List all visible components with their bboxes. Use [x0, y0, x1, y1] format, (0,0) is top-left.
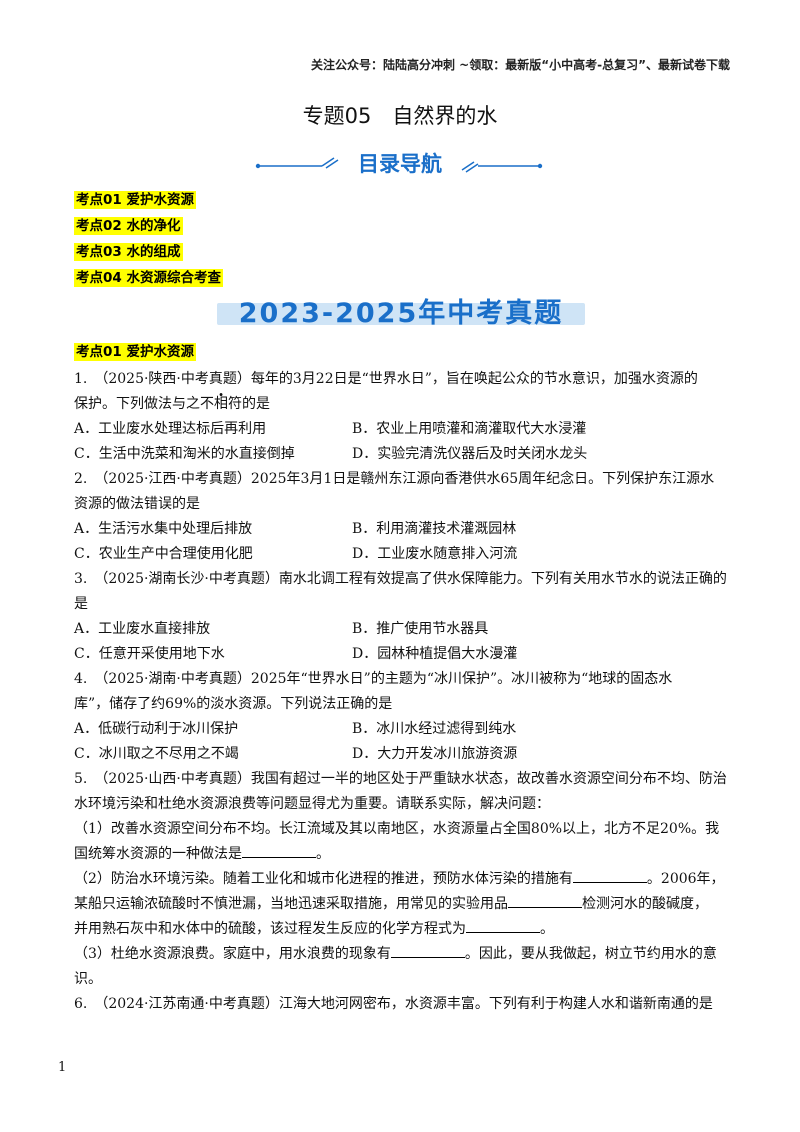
toc-item[interactable]: 考点03 水的组成 — [74, 243, 183, 261]
answer-blank[interactable] — [390, 943, 465, 958]
toc-item[interactable]: 考点01 爱护水资源 — [74, 191, 196, 209]
question-2: 2. （2025·江西·中考真题）2025年3月1日是赣州东江源向香港供水65周… — [74, 467, 734, 567]
option-c: C．生活中洗菜和淘米的水直接倒掉 — [74, 446, 295, 462]
toc-item[interactable]: 考点04 水资源综合考查 — [74, 269, 223, 287]
toc-item[interactable]: 考点02 水的净化 — [74, 217, 183, 235]
header-note: 关注公众号：陆陆高分冲刺 ~领取：最新版“小中高考-总复习”、最新试卷下载 — [311, 58, 730, 72]
table-of-contents: 考点01 爱护水资源 考点02 水的净化 考点03 水的组成 考点04 水资源综… — [74, 186, 223, 290]
question-4: 4. （2025·湖南·中考真题）2025年“世界水日”的主题为“冰川保护”。冰… — [74, 667, 734, 767]
option-c: C．农业生产中合理使用化肥 — [74, 546, 253, 562]
exam-banner-background — [217, 303, 585, 325]
question-3: 3. （2025·湖南长沙·中考真题）南水北调工程有效提高了供水保障能力。下列有… — [74, 567, 734, 667]
answer-blank[interactable] — [242, 843, 316, 858]
option-b: B．利用滴灌技术灌溉园林 — [352, 521, 517, 537]
question-1: 1. （2025·陕西·中考真题）每年的3月22日是“世界水日”，旨在唤起公众的… — [74, 367, 734, 467]
nav-banner: 目录导航 — [255, 152, 543, 176]
option-a: A．工业废水直接排放 — [74, 621, 211, 637]
option-a: A．生活污水集中处理后排放 — [74, 521, 253, 537]
option-c: C．冰川取之不尽用之不竭 — [74, 746, 239, 762]
question-6: 6. （2024·江苏南通·中考真题）江海大地河网密布，水资源丰富。下列有利于构… — [74, 996, 713, 1012]
option-a: A．低碳行动利于冰川保护 — [74, 721, 239, 737]
option-d: D．工业废水随意排入河流 — [352, 546, 518, 562]
page-title: 专题05 自然界的水 — [302, 104, 498, 128]
answer-blank[interactable] — [466, 918, 540, 933]
option-b: B．冰川水经过滤得到纯水 — [352, 721, 517, 737]
exam-banner-title: 2023-2025年中考真题 — [238, 298, 564, 329]
option-d: D．园林种植提倡大水漫灌 — [352, 646, 518, 662]
question-content: 考点01 爱护水资源 1. （2025·陕西·中考真题）每年的3月22日是“世界… — [74, 340, 734, 1017]
option-a: A．工业废水处理达标后再利用 — [74, 421, 267, 437]
answer-blank[interactable] — [508, 893, 582, 908]
option-b: B．推广使用节水器具 — [352, 621, 489, 637]
exam-banner: 2023-2025年中考真题 — [217, 291, 585, 329]
option-c: C．任意开采使用地下水 — [74, 646, 225, 662]
option-d: D．实验完清洗仪器后及时关闭水龙头 — [352, 446, 588, 462]
nav-banner-title: 目录导航 — [358, 152, 442, 176]
answer-blank[interactable] — [572, 868, 647, 883]
page-number: 1 — [58, 1060, 67, 1075]
section-heading: 考点01 爱护水资源 — [74, 343, 196, 361]
emphasis-text: 不相符 — [200, 396, 242, 412]
question-5: 5. （2025·山西·中考真题）我国有超过一半的地区处于严重缺水状态，故改善水… — [74, 771, 727, 987]
option-b: B．农业上用喷灌和滴灌取代大水浸灌 — [352, 421, 587, 437]
option-d: D．大力开发冰川旅游资源 — [352, 746, 518, 762]
